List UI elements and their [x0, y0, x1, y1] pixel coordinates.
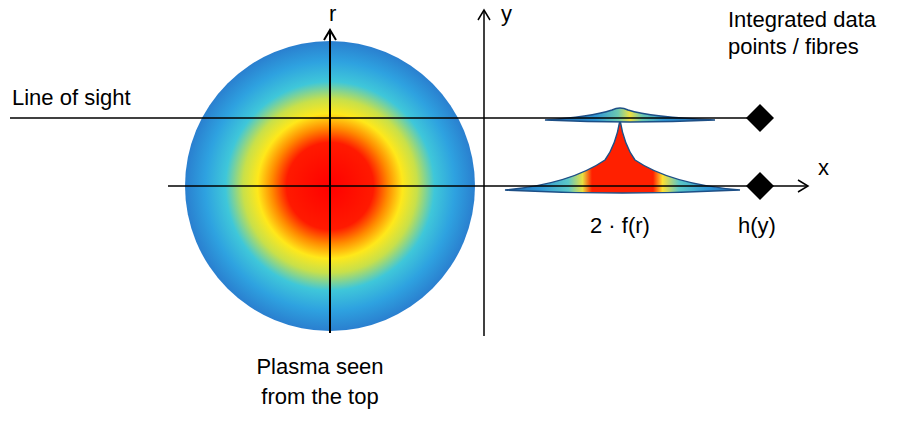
y-axis: [483, 10, 485, 336]
plasma-caption: Plasma seen from the top: [240, 352, 400, 412]
r-axis: [329, 30, 331, 333]
fibre-diamond: [746, 104, 774, 132]
axis-label: y: [501, 0, 512, 27]
y-arrowhead: [478, 10, 490, 20]
line-of-sight: [10, 117, 752, 119]
axis-label: r: [329, 0, 336, 27]
line-label: Line of sight: [12, 84, 131, 111]
x-arrowhead: [798, 180, 808, 192]
axis-label: x: [818, 154, 829, 181]
x-axis: [168, 185, 808, 187]
profile-label: 2 · f(r): [590, 212, 650, 239]
fibre-label: Integrated data points / fibres: [728, 6, 898, 60]
offset-profile: [545, 108, 715, 122]
fibre-diamond: [746, 172, 774, 200]
central-profile: [505, 120, 740, 193]
signal-label: h(y): [738, 212, 776, 239]
r-arrowhead: [324, 30, 336, 40]
